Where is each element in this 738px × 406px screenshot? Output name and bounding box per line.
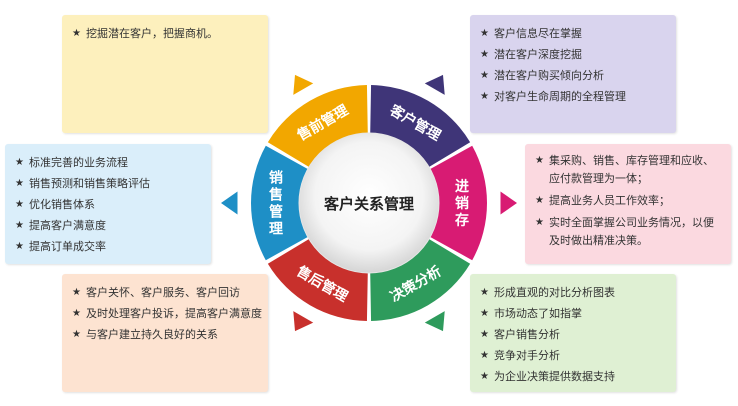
seg-sales-management-arrow-icon <box>221 191 238 215</box>
list-item: 销售预测和销售策略评估 <box>15 173 201 194</box>
list-item: 形成直观的对比分析图表 <box>480 282 666 303</box>
list-item: 为企业决策提供数据支持 <box>480 366 666 387</box>
seg-aftersale-arrow-icon <box>293 311 314 332</box>
wheel-arrows <box>221 74 517 332</box>
box-aftersale: 客户关怀、客户服务、客户回访 及时处理客户投诉，提高客户满意度 与客户建立持久良… <box>62 274 268 392</box>
list-item: 客户销售分析 <box>480 324 666 345</box>
seg-customer-management <box>370 85 471 168</box>
box-sales-management: 标准完善的业务流程 销售预测和销售策略评估 优化销售体系 提高客户满意度 提高订… <box>5 144 211 264</box>
seg-customer-management-arrow-icon <box>424 74 445 95</box>
list-item: 优化销售体系 <box>15 194 201 215</box>
seg-inventory <box>428 145 487 261</box>
list-item: 提高客户满意度 <box>15 215 201 236</box>
list-item: 客户信息尽在掌握 <box>480 23 666 44</box>
seg-decision-analysis-arrow-icon <box>424 311 445 332</box>
seg-inventory-arrow-icon <box>500 191 517 215</box>
seg-inventory-label: 进销存 <box>455 179 469 229</box>
seg-presale-arrow-icon <box>293 74 314 95</box>
list-item: 市场动态了如指掌 <box>480 303 666 324</box>
seg-sales-management-label: 销售管理 <box>268 170 283 238</box>
list-item: 潜在客户深度挖掘 <box>480 44 666 65</box>
list-item: 挖掘潜在客户，把握商机。 <box>72 23 258 44</box>
box-customer-management: 客户信息尽在掌握 潜在客户深度挖掘 潜在客户购买倾向分析 对客户生命周期的全程管… <box>470 15 676 133</box>
seg-aftersale <box>267 238 368 321</box>
box-presale: 挖掘潜在客户，把握商机。 <box>62 15 268 133</box>
list-item: 潜在客户购买倾向分析 <box>480 65 666 86</box>
list-item: 对客户生命周期的全程管理 <box>480 86 666 107</box>
list-item: 竞争对手分析 <box>480 345 666 366</box>
list-item: 标准完善的业务流程 <box>15 152 201 173</box>
list-item: 提高订单成交率 <box>15 236 201 257</box>
list-item: 客户关怀、客户服务、客户回访 <box>72 282 258 303</box>
seg-sales-management <box>250 145 310 261</box>
list-item: 集采购、销售、库存管理和应收、应付款管理为一体； <box>535 152 721 188</box>
box-decision-analysis: 形成直观的对比分析图表 市场动态了如指掌 客户销售分析 竞争对手分析 为企业决策… <box>470 274 676 392</box>
center-title: 客户关系管理 <box>323 195 414 213</box>
list-item: 与客户建立持久良好的关系 <box>72 324 258 345</box>
seg-presale <box>267 85 368 168</box>
box-inventory: 集采购、销售、库存管理和应收、应付款管理为一体； 提高业务人员工作效率； 实时全… <box>525 144 731 264</box>
center-disc <box>298 132 440 274</box>
seg-decision-analysis <box>370 238 471 321</box>
list-item: 实时全面掌握公司业务情况，以便及时做出精准决策。 <box>535 214 721 250</box>
list-item: 提高业务人员工作效率； <box>535 192 721 210</box>
list-item: 及时处理客户投诉，提高客户满意度 <box>72 303 262 324</box>
